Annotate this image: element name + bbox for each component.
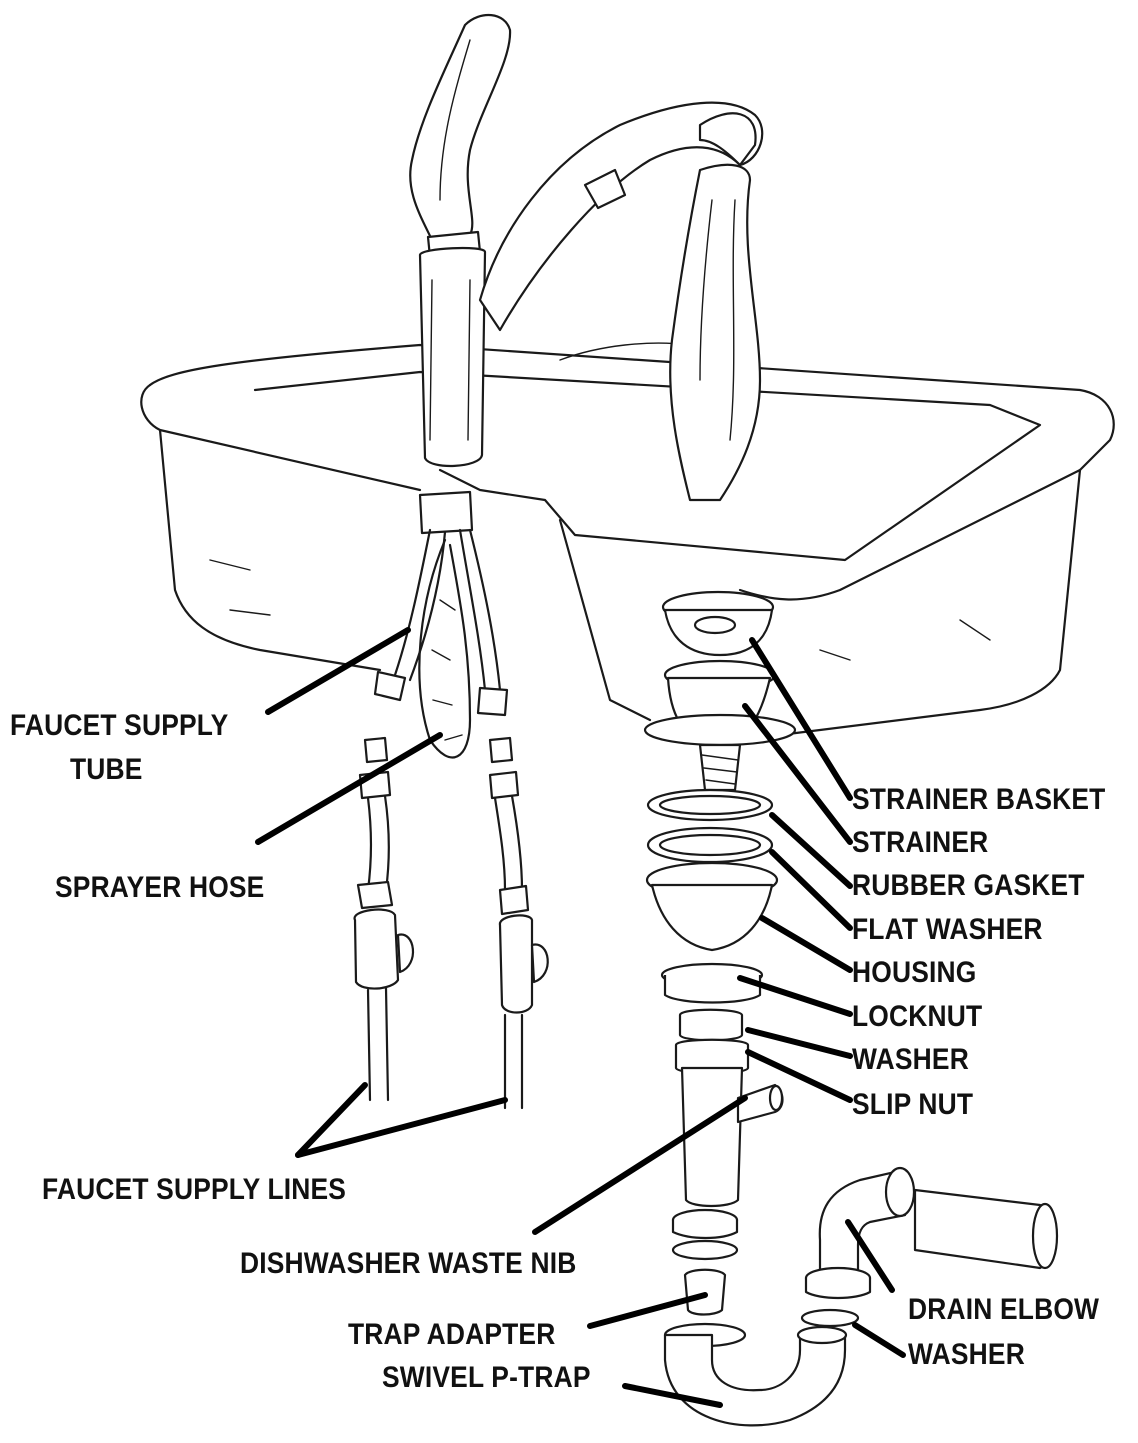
label-trap-adapter: TRAP ADAPTER [348, 1315, 555, 1355]
strainer-assembly [645, 592, 795, 1003]
sink-basin [141, 343, 1113, 735]
label-sprayer-hose: SPRAYER HOSE [55, 868, 264, 908]
label-drain-elbow-washer: WASHER [908, 1335, 1025, 1375]
faucet-supply-lines [355, 738, 548, 1108]
label-faucet-supply-tube: FAUCET SUPPLY [10, 706, 228, 746]
label-swivel-p-trap: SWIVEL P-TRAP [382, 1358, 591, 1398]
label-drain-elbow: DRAIN ELBOW [908, 1290, 1099, 1330]
label-flat-washer: FLAT WASHER [852, 910, 1043, 950]
label-rubber-gasket: RUBBER GASKET [852, 866, 1085, 906]
label-washer: WASHER [852, 1040, 969, 1080]
label-locknut: LOCKNUT [852, 997, 982, 1037]
label-faucet-supply-tube-line2: TUBE [70, 750, 143, 790]
label-strainer-basket: STRAINER BASKET [852, 780, 1105, 820]
faucet-supply-tubes [375, 492, 507, 757]
label-faucet-supply-lines: FAUCET SUPPLY LINES [42, 1170, 346, 1210]
faucet [410, 15, 762, 500]
label-housing: HOUSING [852, 953, 976, 993]
label-strainer: STRAINER [852, 823, 988, 863]
label-slip-nut: SLIP NUT [852, 1085, 973, 1125]
label-dishwasher-waste-nib: DISHWASHER WASTE NIB [240, 1244, 576, 1284]
